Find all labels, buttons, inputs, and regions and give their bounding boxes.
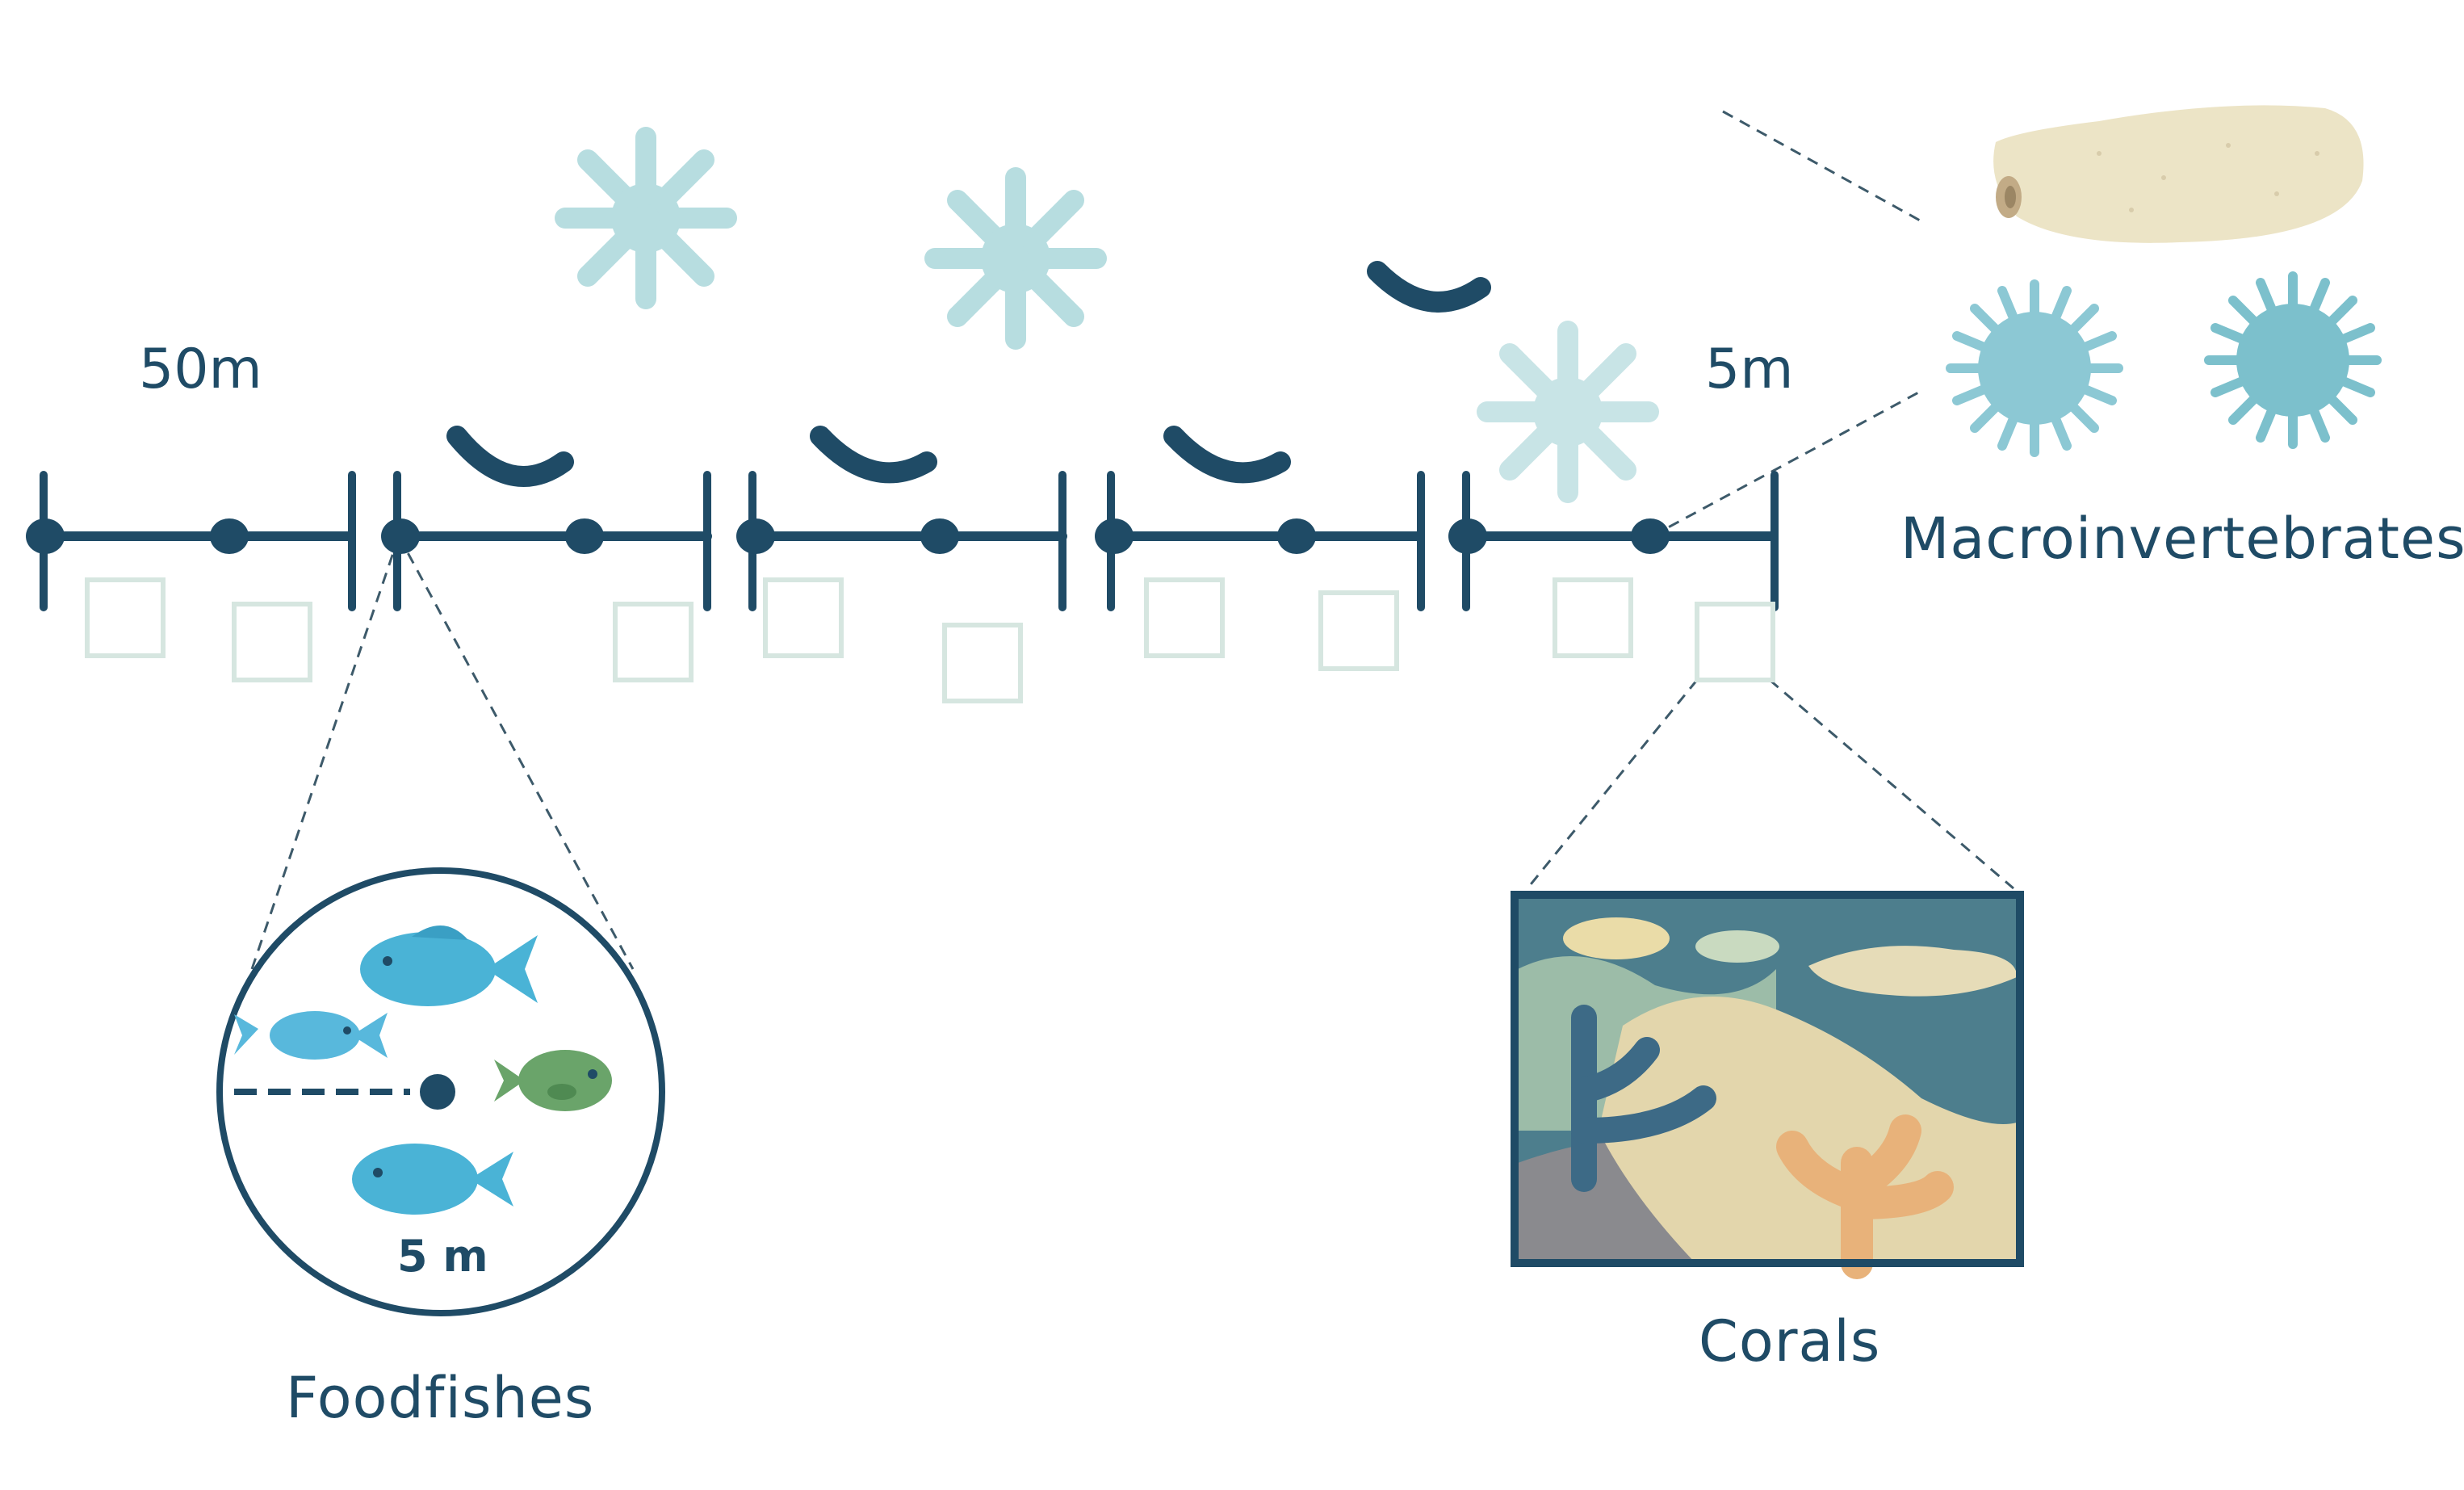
sampling-points — [26, 518, 1670, 554]
leader-lines — [250, 110, 2014, 970]
fish-icon — [352, 1144, 513, 1215]
fish-icon — [234, 1011, 388, 1060]
fish-radius-label: 5 m — [397, 1231, 488, 1282]
sea-urchin-icon — [2204, 271, 2382, 449]
coral-branch-icon — [1776, 1114, 1954, 1279]
segment-ticks — [40, 471, 1779, 611]
fish-icon — [494, 1050, 612, 1111]
foodfish-survey-inset — [216, 867, 665, 1316]
quadrats — [85, 577, 1775, 703]
transect-line — [26, 471, 1779, 611]
transect-length-label: 50m — [139, 338, 262, 401]
fish-icon — [360, 925, 538, 1006]
branching-coral-icon — [1477, 321, 1659, 503]
corals-label: Corals — [1699, 1308, 1881, 1375]
segment-length-label: 5m — [1705, 338, 1794, 401]
sea-urchin-icon — [1946, 279, 2123, 457]
arc-marker-icon — [446, 426, 574, 487]
macroinvertebrates-label: Macroinvertebrates — [1900, 506, 2464, 572]
arc-marker-icon — [810, 426, 937, 484]
foodfishes-label: Foodfishes — [286, 1365, 595, 1431]
coral-photo-inset — [1511, 891, 2024, 1279]
branching-coral-icon — [924, 167, 1107, 350]
coral-branch-icon — [1571, 1005, 1716, 1192]
arc-marker-icon — [1163, 426, 1291, 484]
sea-cucumber-icon — [1993, 105, 2364, 243]
branching-coral-icon — [555, 127, 737, 309]
arc-marker-icon — [1367, 261, 1491, 313]
